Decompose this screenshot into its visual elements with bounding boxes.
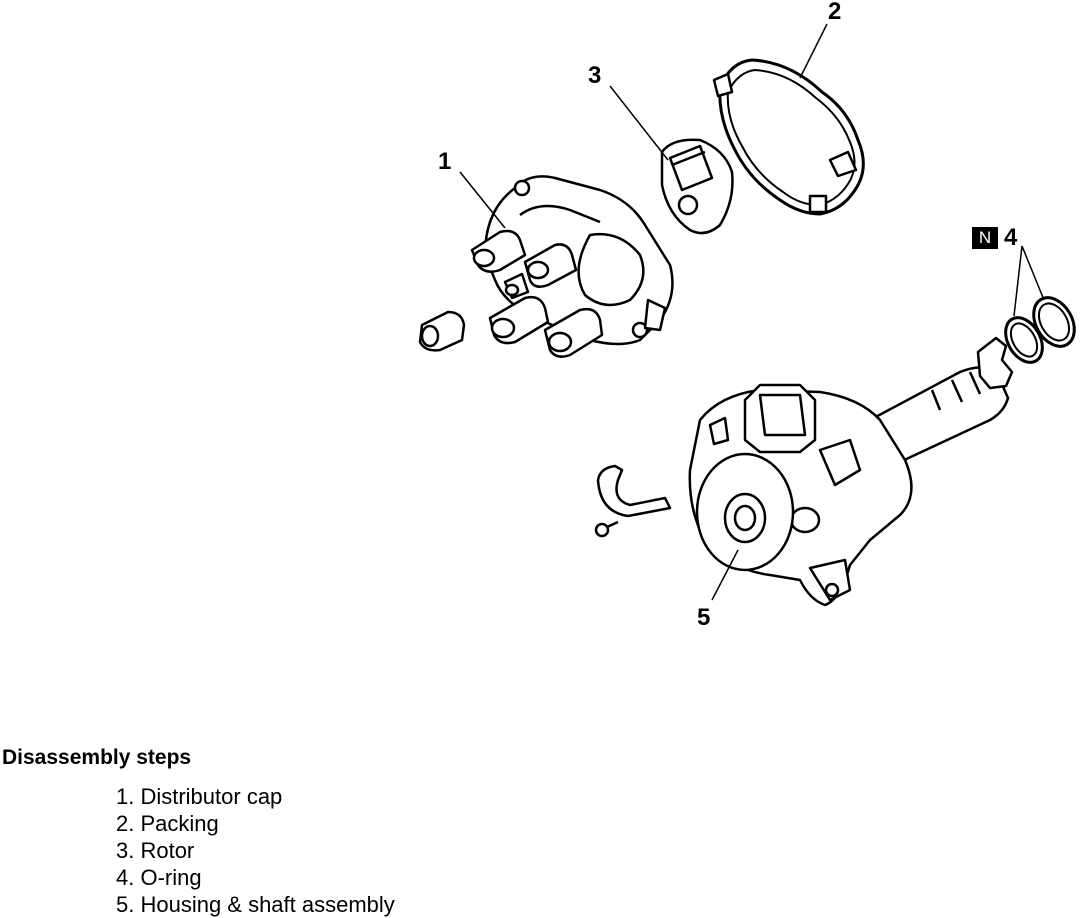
bracket-part [596, 464, 672, 518]
leader-lines [459, 23, 1045, 601]
callout-1-label: 1 [438, 148, 452, 175]
rubber-boot-part [418, 310, 466, 352]
screw-part [594, 520, 619, 538]
callout-5-label: 5 [697, 604, 711, 631]
step-item: 5. Housing & shaft assembly [116, 892, 395, 917]
step-item: 4. O-ring [116, 865, 202, 890]
callout-4-label: 4 [1004, 224, 1018, 251]
step-item: 1. Distributor cap [116, 784, 283, 809]
step-item: 3. Rotor [116, 838, 195, 863]
disassembly-steps-list: 1. Distributor cap 2. Packing 3. Rotor 4… [116, 783, 395, 918]
housing-shaft-assembly-part [688, 336, 1014, 607]
callout-2-label: 2 [828, 0, 842, 25]
o-ring-part [1004, 296, 1076, 364]
disassembly-steps-title: Disassembly steps [2, 746, 192, 769]
packing-gasket-part [712, 58, 865, 216]
callout-3-label: 3 [588, 62, 602, 89]
n-badge: N [972, 227, 998, 249]
step-item: 2. Packing [116, 811, 219, 836]
rotor-part [660, 138, 734, 235]
distributor-cap-part [470, 175, 674, 358]
